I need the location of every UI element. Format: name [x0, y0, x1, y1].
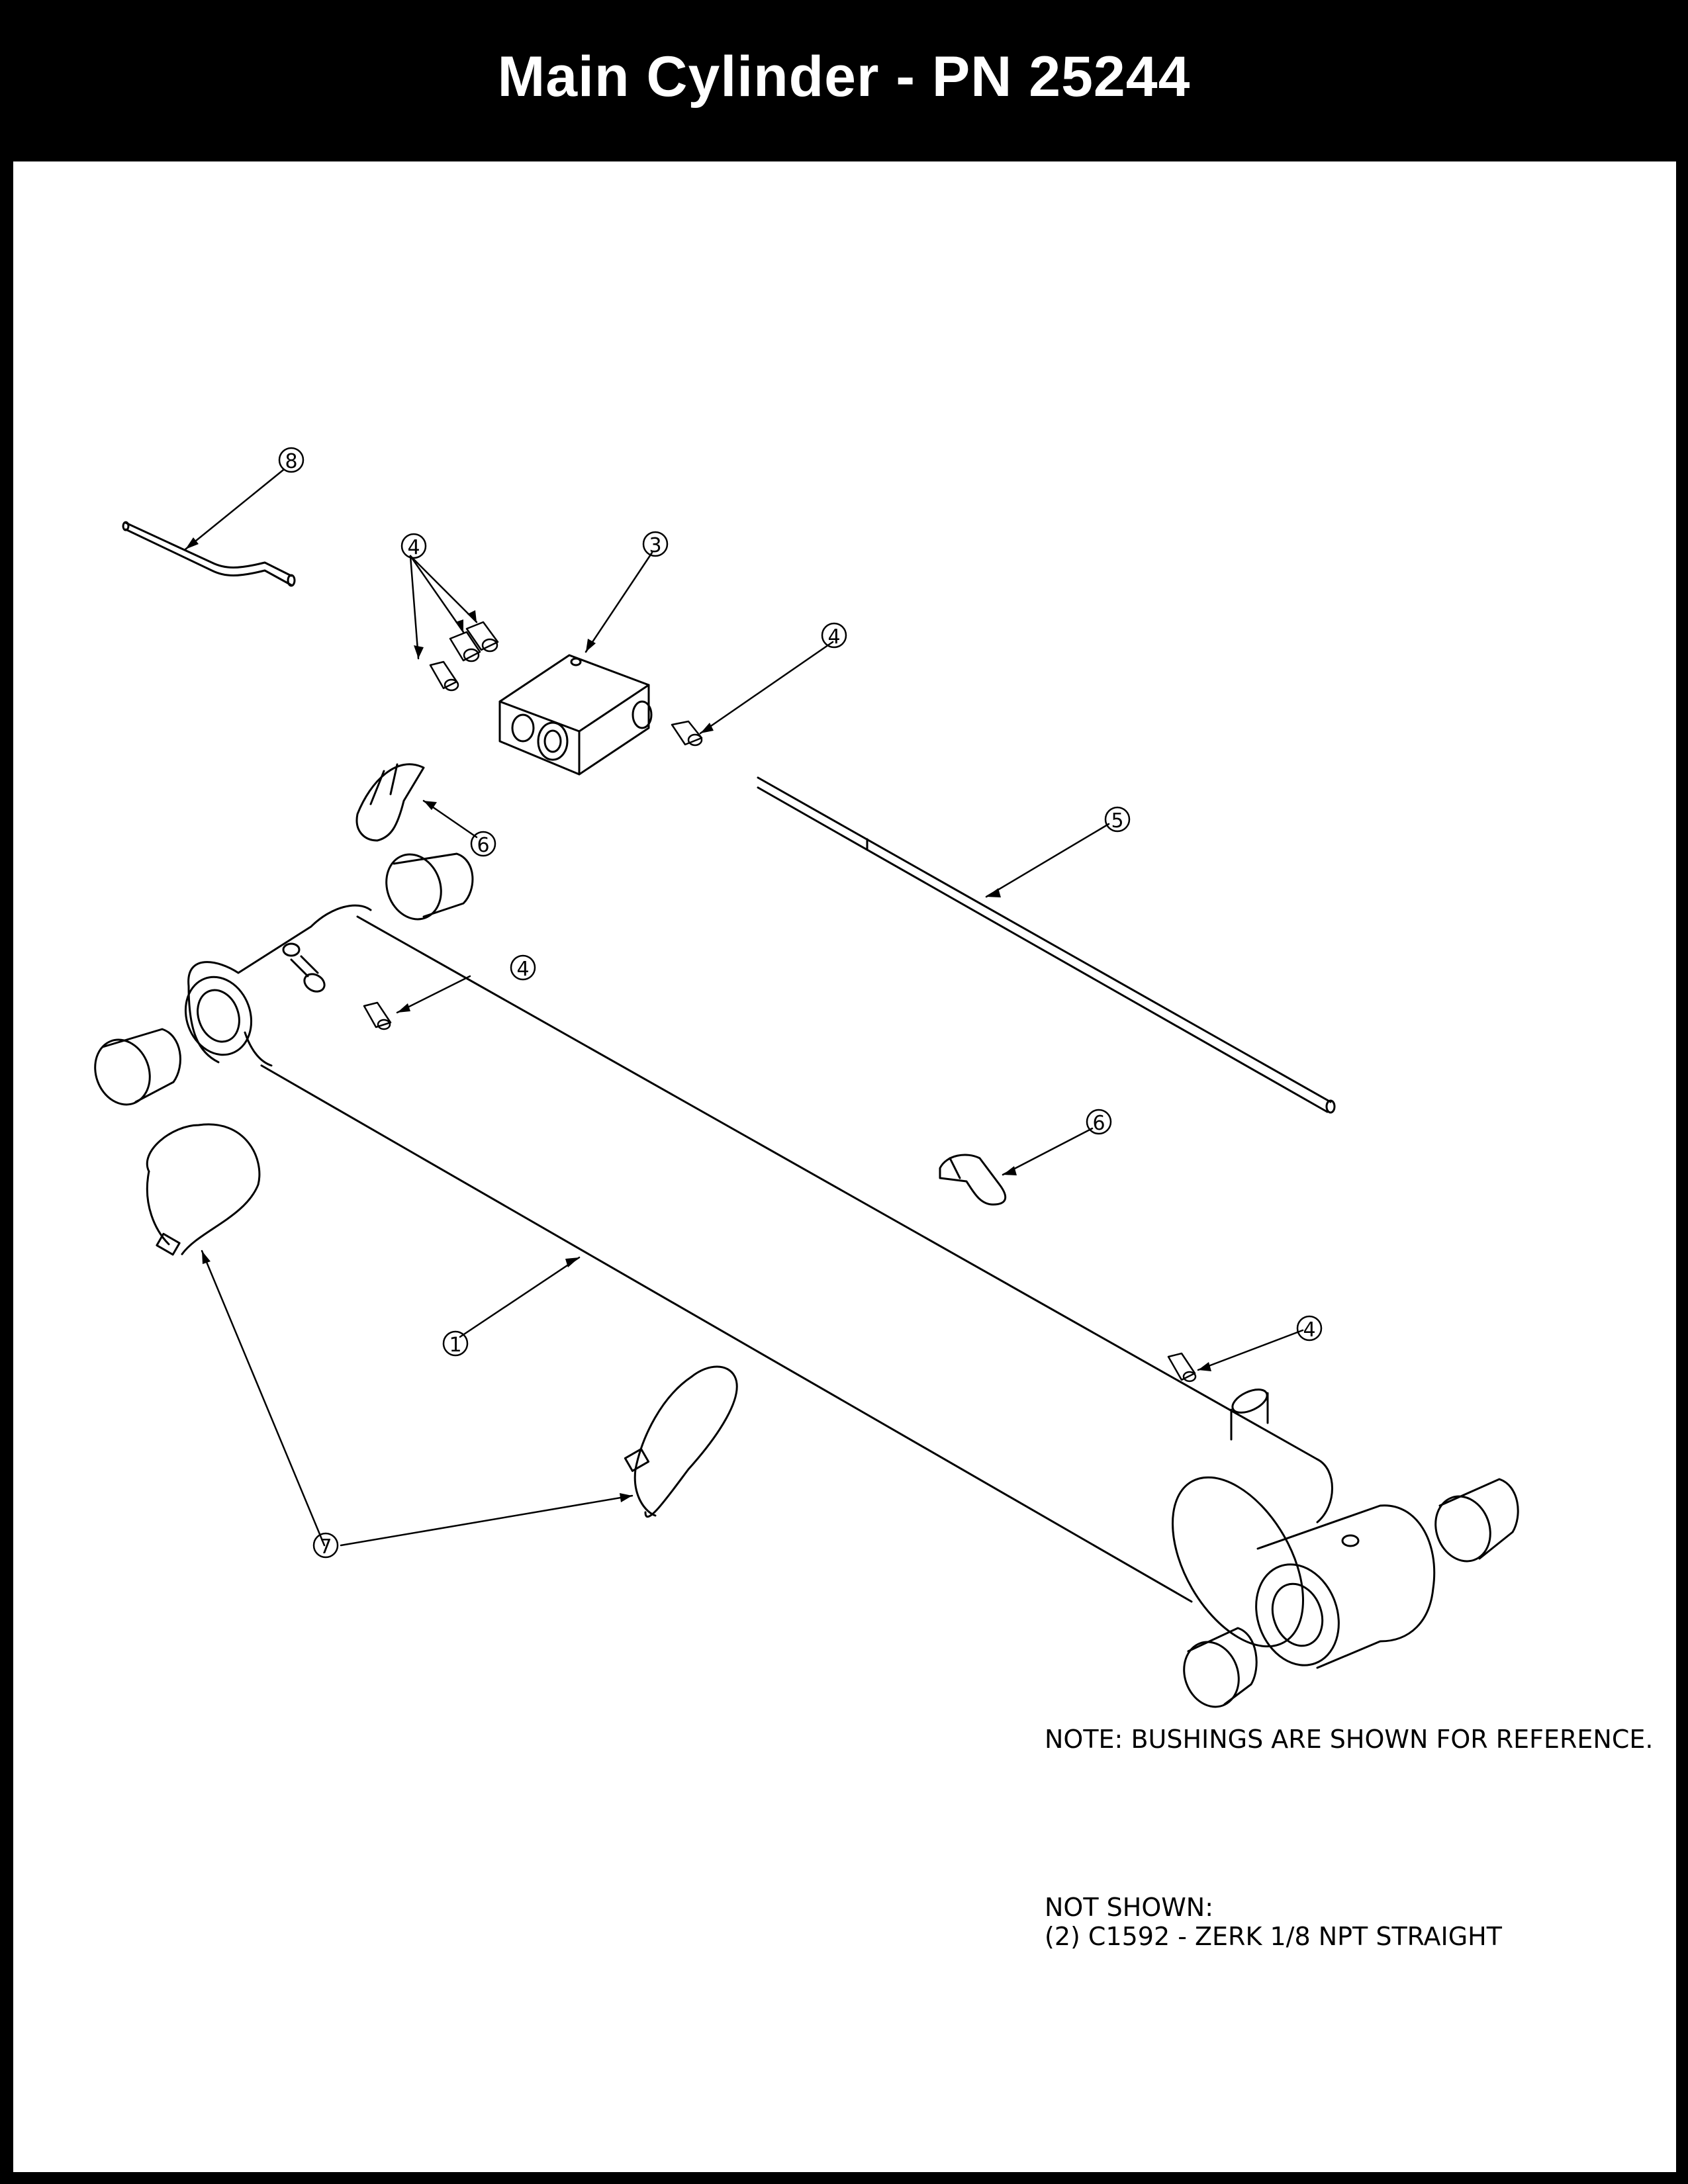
svg-text:5: 5: [1111, 809, 1123, 833]
callout-4a: 4: [400, 533, 427, 559]
tube: [757, 776, 1336, 1114]
svg-text:8: 8: [285, 450, 297, 473]
manifold-block: [498, 654, 653, 776]
svg-text:4: 4: [516, 958, 529, 981]
fitting-d: [671, 720, 703, 747]
hose-clamp-left: [146, 1123, 261, 1256]
bar: [122, 521, 296, 587]
note-not-shown-item: (2) C1592 - ZERK 1/8 NPT STRAIGHT: [1045, 1922, 1502, 1951]
fitting-f: [1167, 1352, 1197, 1383]
fitting-c: [465, 621, 499, 653]
bushing-bottom: [1183, 1627, 1258, 1708]
title-bar: Main Cylinder - PN 25244: [0, 0, 1688, 154]
drawing-sheet: [13, 161, 1676, 2172]
callout-4d: 4: [1296, 1315, 1323, 1342]
bushing-left: [94, 1028, 181, 1106]
callout-4c: 4: [510, 954, 536, 981]
callout-6a: 6: [470, 831, 496, 857]
svg-text:6: 6: [1092, 1112, 1105, 1135]
hose-clamp-right: [624, 1365, 738, 1518]
callouts: 8 4 3 4 5 6 4 6: [278, 447, 1323, 1559]
callout-1: 1: [442, 1330, 469, 1357]
bushing-upper: [385, 852, 474, 921]
arrowheads: [185, 537, 1211, 1502]
svg-text:4: 4: [1303, 1318, 1315, 1342]
callout-5: 5: [1104, 806, 1131, 833]
callout-6b: 6: [1086, 1109, 1112, 1135]
page-title: Main Cylinder - PN 25244: [497, 44, 1191, 109]
clip-lower: [939, 1154, 1007, 1206]
bushing-right: [1434, 1478, 1519, 1563]
cylinder-barrel: [184, 904, 1436, 1669]
callout-4b: 4: [821, 622, 847, 649]
svg-text:1: 1: [449, 1334, 461, 1357]
note-not-shown-heading: NOT SHOWN:: [1045, 1893, 1214, 1922]
fitting-e: [363, 1001, 392, 1030]
svg-text:4: 4: [827, 625, 840, 649]
svg-text:6: 6: [477, 834, 489, 857]
leader-lines: [184, 469, 1304, 1547]
note-bushings: NOTE: BUSHINGS ARE SHOWN FOR REFERENCE.: [1045, 1725, 1654, 1754]
fitting-b: [449, 631, 481, 662]
fittings: [363, 621, 1197, 1383]
callout-8: 8: [278, 447, 305, 473]
clip-upper: [355, 763, 425, 842]
svg-text:4: 4: [407, 536, 420, 559]
svg-text:3: 3: [649, 534, 661, 557]
svg-text:7: 7: [319, 1535, 332, 1559]
callout-7: 7: [312, 1532, 339, 1559]
fitting-a: [429, 660, 459, 692]
callout-3: 3: [642, 531, 669, 557]
